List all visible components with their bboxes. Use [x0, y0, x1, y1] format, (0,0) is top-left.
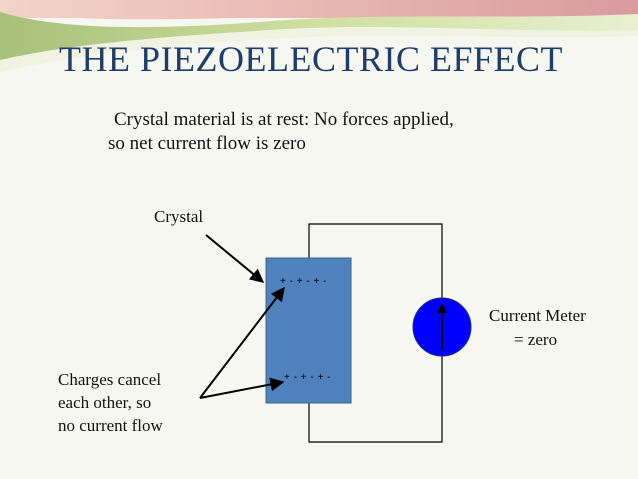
charges-label-line-2: each other, so: [58, 393, 152, 412]
meter-label-line-2: = zero: [514, 330, 558, 349]
slide-subtitle: Crystal material is at rest: No forces a…: [108, 108, 548, 156]
banner-green-wave: [0, 12, 638, 60]
charges-cancel-label: Charges cancel each other, so no current…: [58, 368, 163, 437]
slide-title: THE PIEZOELECTRIC EFFECT: [59, 39, 563, 79]
charges-label-line-1: Charges cancel: [58, 370, 162, 389]
wire-top: [308, 223, 443, 298]
current-meter-label: Current Meter = zero: [489, 304, 586, 352]
meter-label-line-1: Current Meter: [489, 306, 586, 325]
banner-light-wave: [0, 28, 638, 72]
subtitle-line-1: Crystal material is at rest: No forces a…: [114, 109, 454, 130]
charges-top-pointer-arrow: [199, 286, 285, 399]
crystal-pointer-arrow: [205, 234, 265, 283]
charges-label-line-3: no current flow: [58, 416, 163, 435]
wire-bottom: [308, 356, 443, 443]
subtitle-line-2: so net current flow is zero: [108, 133, 306, 154]
charges-top-row: + - + - + -: [280, 276, 327, 287]
crystal-label: Crystal: [154, 207, 204, 226]
header-banner: [0, 0, 638, 72]
charges-bottom-pointer-arrow: [199, 377, 285, 399]
charges-bottom-row: + - + - + -: [284, 372, 331, 383]
